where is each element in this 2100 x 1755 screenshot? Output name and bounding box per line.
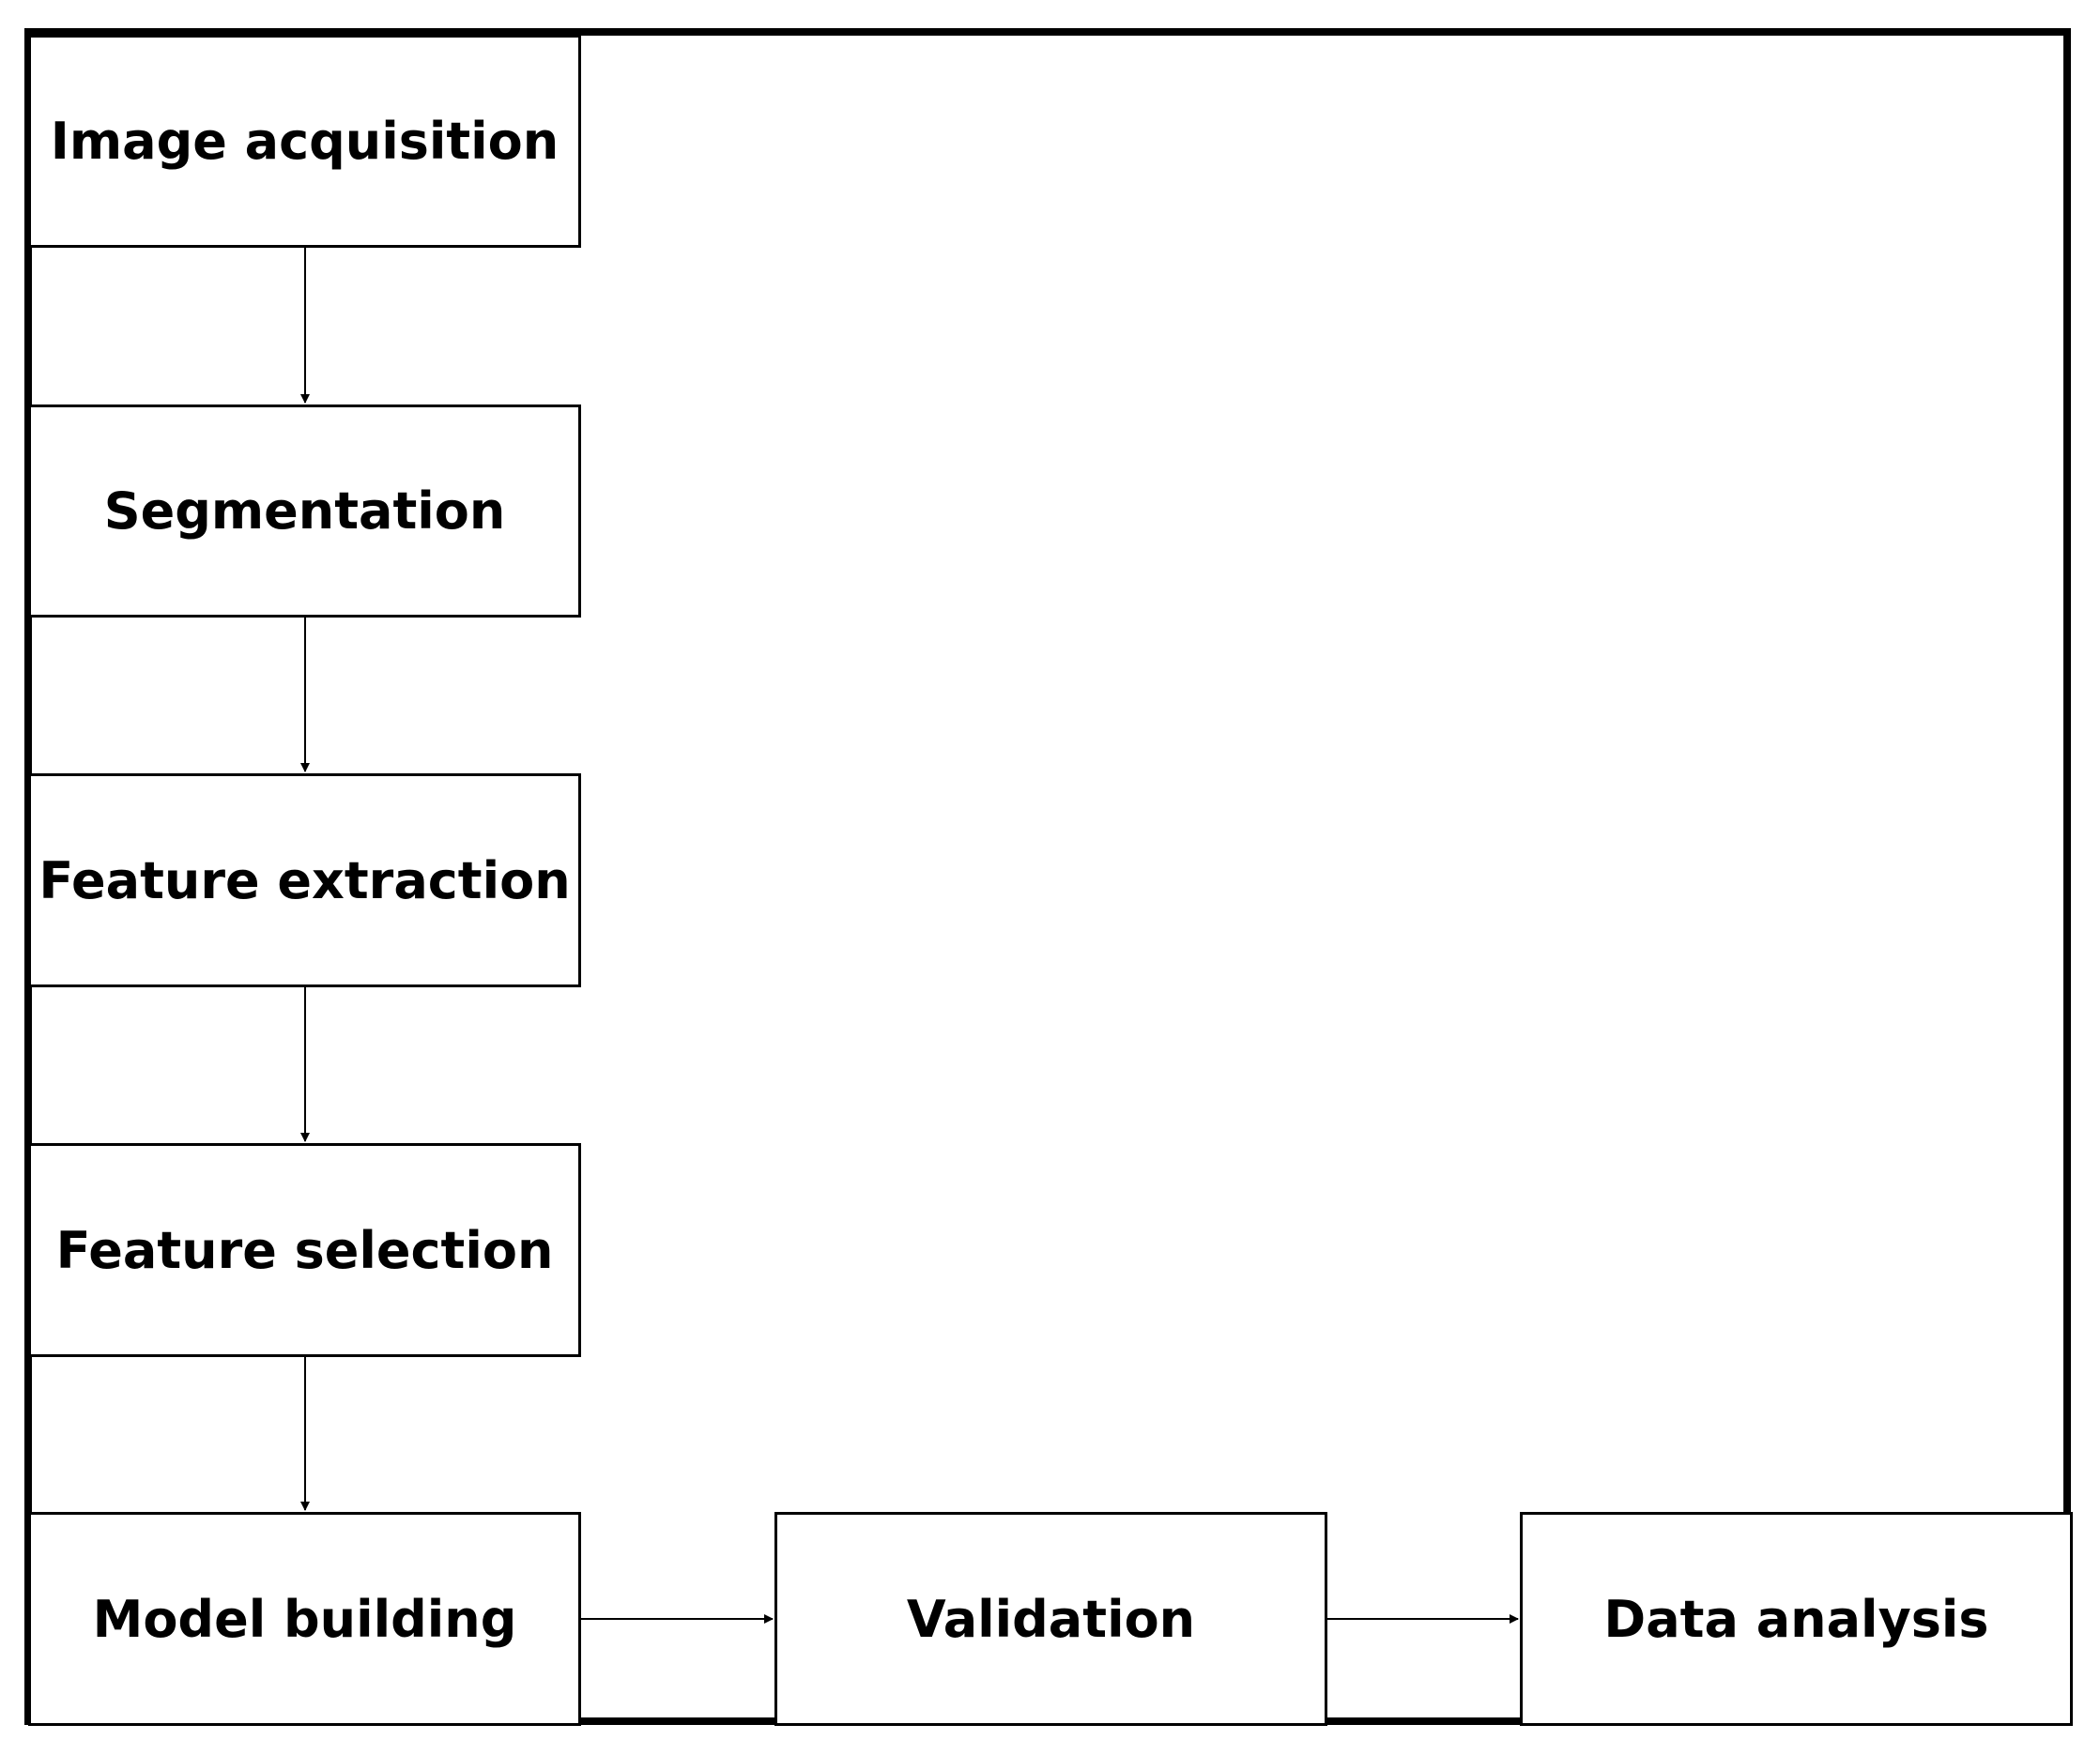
node-validation: Validation — [774, 1512, 1327, 1726]
node-label: Segmentation — [103, 481, 506, 541]
node-label: Model building — [92, 1589, 517, 1649]
node-label: Feature extraction — [38, 850, 571, 910]
node-label: Image acquisition — [50, 112, 559, 171]
node-feature-extraction: Feature extraction — [28, 773, 581, 987]
node-feature-selection: Feature selection — [28, 1143, 581, 1357]
node-image-acquisition: Image acquisition — [28, 35, 581, 248]
node-label: Validation — [906, 1589, 1196, 1649]
node-label: Data analysis — [1603, 1589, 1989, 1649]
node-label: Feature selection — [55, 1220, 554, 1280]
node-segmentation: Segmentation — [28, 404, 581, 618]
node-data-analysis: Data analysis — [1520, 1512, 2073, 1726]
node-model-building: Model building — [28, 1512, 581, 1726]
